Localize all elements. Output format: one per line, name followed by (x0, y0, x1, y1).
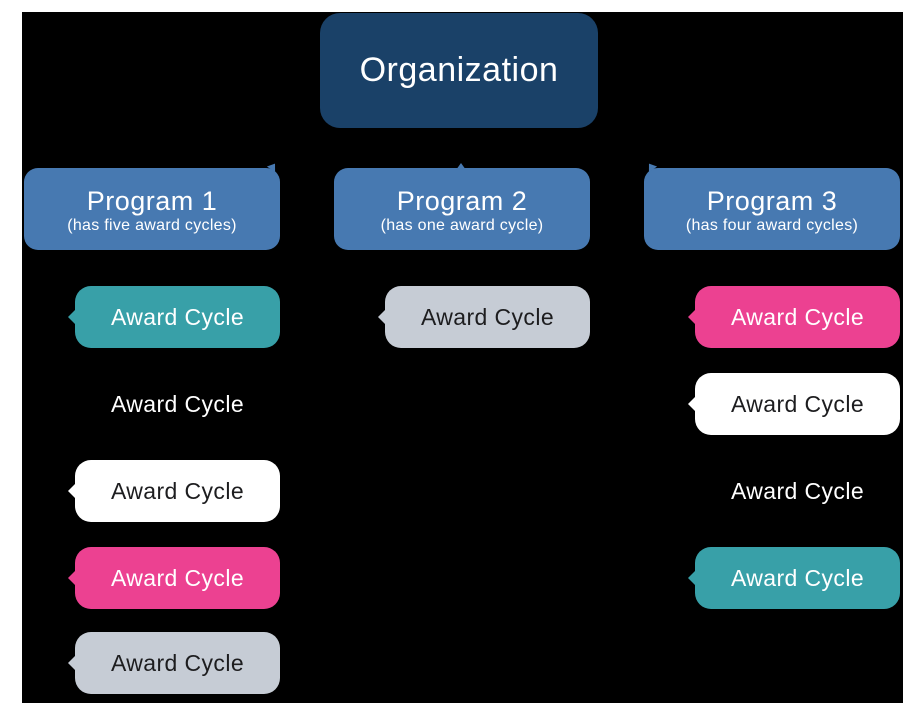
organization-label: Organization (359, 51, 559, 89)
program-1-box: Program 1 (has five award cycles) (24, 160, 280, 250)
award-cycle-box: Award Cycle (378, 286, 590, 348)
award-cycle-box: Award Cycle (68, 460, 280, 522)
bubble-tail-icon (68, 570, 76, 586)
award-cycle-box: Award Cycle (75, 373, 280, 435)
award-cycle-label: Award Cycle (110, 477, 245, 504)
bubble-tail-icon (688, 570, 696, 586)
award-cycle-box: Award Cycle (688, 286, 900, 348)
award-cycle-box: Award Cycle (68, 632, 280, 694)
award-cycle-box: Award Cycle (695, 460, 900, 522)
program-3-tail-icon (644, 160, 658, 173)
bubble-tail-icon (378, 309, 386, 325)
program-3-subtitle: (has four award cycles) (685, 216, 859, 234)
program-3-box: Program 3 (has four award cycles) (644, 160, 900, 250)
bubble-tail-icon (68, 309, 76, 325)
program-2-subtitle: (has one award cycle) (380, 216, 544, 234)
diagram-canvas: Organization Program 1 (has five award c… (22, 12, 903, 703)
award-cycle-label: Award Cycle (110, 390, 245, 417)
organization-box: Organization (320, 13, 598, 128)
award-cycle-label: Award Cycle (110, 564, 245, 591)
award-cycle-label: Award Cycle (730, 564, 865, 591)
award-cycle-label: Award Cycle (730, 303, 865, 330)
bubble-tail-icon (68, 483, 76, 499)
program-2-title: Program 2 (396, 185, 528, 216)
bubble-tail-icon (68, 655, 76, 671)
program-1-tail-icon (266, 160, 280, 173)
program-2-tail-icon (456, 163, 466, 170)
program-3-title: Program 3 (706, 185, 838, 216)
award-cycle-box: Award Cycle (688, 373, 900, 435)
award-cycle-box: Award Cycle (68, 286, 280, 348)
program-1-title: Program 1 (86, 185, 218, 216)
award-cycle-label: Award Cycle (730, 390, 865, 417)
award-cycle-label: Award Cycle (420, 303, 555, 330)
program-1-subtitle: (has five award cycles) (67, 216, 237, 234)
award-cycle-label: Award Cycle (110, 303, 245, 330)
program-2-box: Program 2 (has one award cycle) (334, 163, 590, 250)
bubble-tail-icon (688, 309, 696, 325)
award-cycle-box: Award Cycle (688, 547, 900, 609)
award-cycle-box: Award Cycle (68, 547, 280, 609)
award-cycle-label: Award Cycle (730, 477, 865, 504)
bubble-tail-icon (688, 396, 696, 412)
award-cycle-label: Award Cycle (110, 649, 245, 676)
